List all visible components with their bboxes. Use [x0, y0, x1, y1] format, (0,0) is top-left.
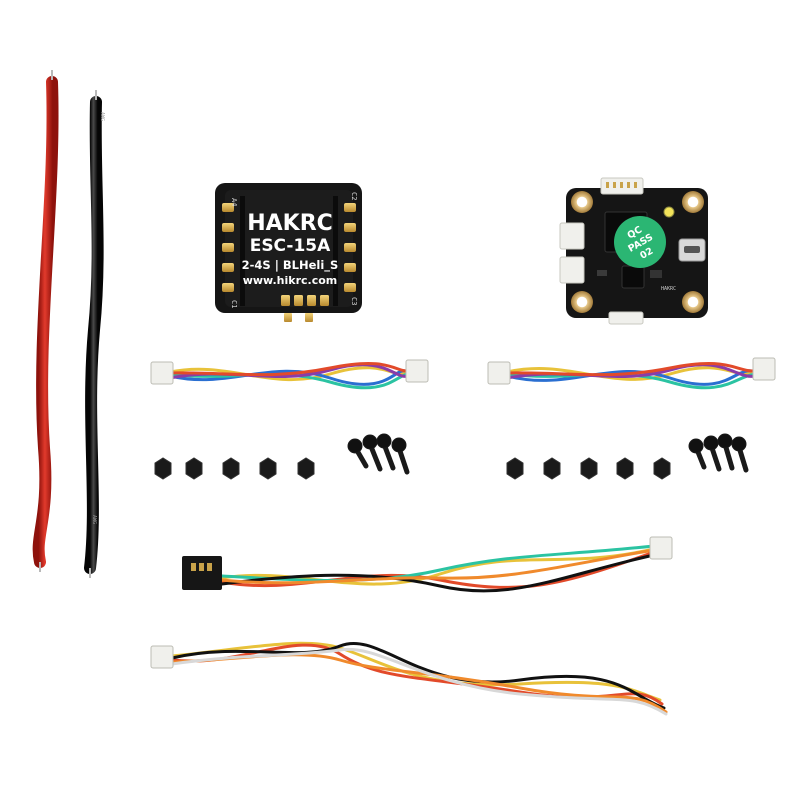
- pad-label: C3: [350, 297, 358, 305]
- pad-label: C2: [350, 192, 358, 200]
- fc-left-connector: [559, 222, 585, 250]
- gyro-chip: [621, 265, 645, 289]
- esc-cable-long: [150, 641, 668, 716]
- red-power-wire: [32, 70, 59, 572]
- jst-connector: [150, 645, 174, 669]
- jst-connector: [752, 357, 776, 381]
- fc-board: QC PASS 02 HAKRC: [559, 177, 708, 325]
- fc-bottom-connector: [608, 311, 644, 325]
- servo-plug: [182, 556, 222, 590]
- receiver-cable: [182, 536, 673, 593]
- mount-hole: [571, 291, 593, 313]
- signal-cable-left: [150, 359, 429, 390]
- nylon-nuts-left: [154, 457, 315, 480]
- signal-cable-right: [487, 357, 776, 390]
- esc-spec: 2-4S | BLHeli_S: [242, 258, 339, 273]
- wire-print: AWG: [99, 112, 105, 121]
- fc-left-connector: [559, 256, 585, 284]
- screws-left: [347, 433, 410, 475]
- boot-button: [663, 206, 675, 218]
- pad-label: A4: [230, 198, 238, 206]
- jst-connector: [487, 361, 511, 385]
- jst-connector: [405, 359, 429, 383]
- screws-right: [688, 433, 749, 473]
- jst-connector: [649, 536, 673, 560]
- wire-print: AWG: [91, 515, 97, 524]
- qc-pass-sticker: [614, 216, 666, 268]
- mount-hole: [682, 191, 704, 213]
- pad-label: C1: [230, 300, 238, 308]
- jst-connector: [150, 361, 174, 385]
- esc-board: A4 C2 C3 C1 HAKRC ESC-15A 2-4S | BLHeli_…: [215, 183, 362, 322]
- mount-hole: [571, 191, 593, 213]
- mount-hole: [682, 291, 704, 313]
- fc-silk: HAKRC: [661, 286, 676, 292]
- nylon-nuts-right: [506, 457, 671, 480]
- black-power-wire: AWG AWG: [84, 90, 105, 578]
- esc-brand-logo: HAKRC: [247, 211, 333, 236]
- esc-website: www.hikrc.com: [243, 274, 338, 287]
- esc-bottom-pads: [281, 295, 329, 322]
- esc-model: ESC-15A: [250, 236, 331, 256]
- esc-side-pads: [222, 196, 356, 306]
